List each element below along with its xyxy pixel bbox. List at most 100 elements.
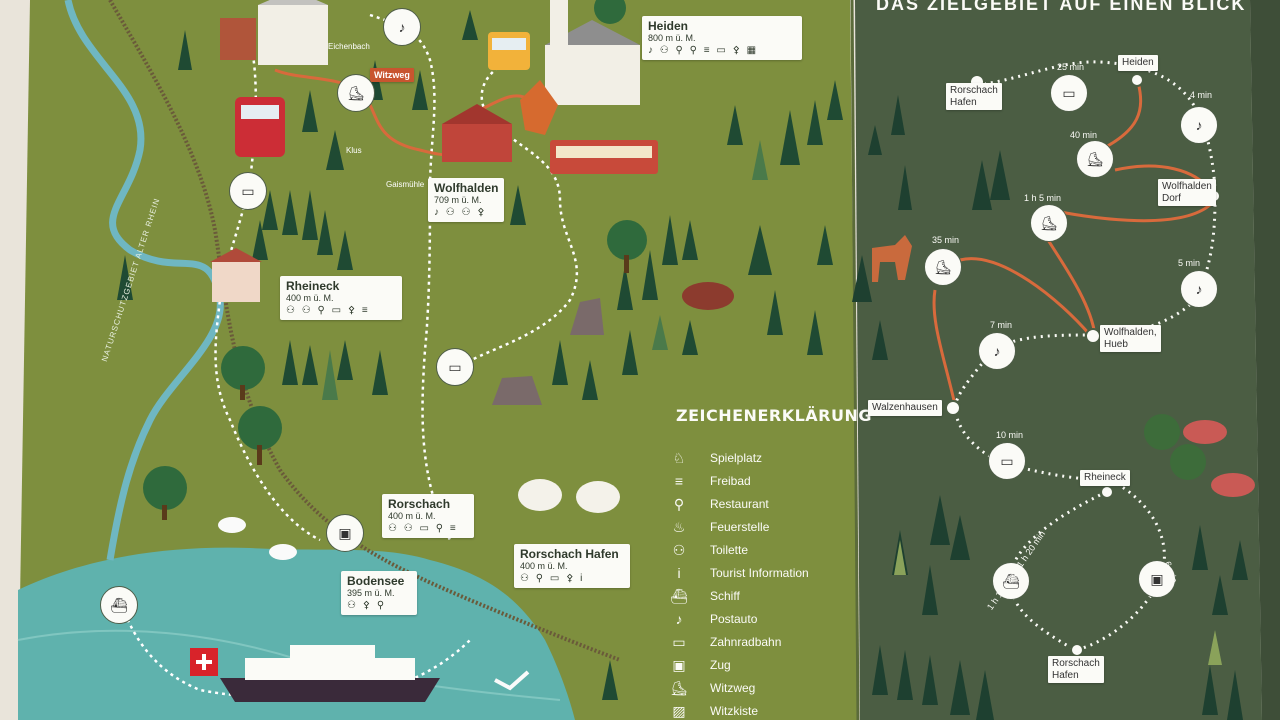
legend-restaurant-icon: ⚲ — [673, 495, 685, 512]
postbus-icon: ♪ — [383, 8, 421, 46]
place-heiden-name: Heiden — [648, 19, 689, 33]
route-postbus-icon-3: ♪ — [978, 332, 1016, 370]
legend-label: Postauto — [710, 612, 758, 626]
legend-schiff-icon: ⛴ — [670, 587, 688, 604]
legend-postauto-icon: ♪ — [675, 611, 683, 627]
place-wolfhalden: Wolfhalden 709 m ü. M. ♪ ⚇ ⚇ ⚴ — [428, 178, 504, 223]
cogwheel-train-icon: ▭ — [229, 172, 267, 210]
place-rheineck: Rheineck 400 m ü. M. ⚇ ⚇ ⚲ ▭ ⚴ ≡ — [280, 276, 402, 321]
stop-walzenhausen: Walzenhausen — [868, 400, 942, 416]
place-bodensee-elev: 395 m ü. M. — [347, 588, 395, 599]
place-rorschach-hafen-icons: ⚇ ⚲ ▭ ⚴ i — [520, 573, 585, 585]
duration-40min: 40 min — [1070, 130, 1098, 140]
legend-label: Zahnradbahn — [710, 635, 782, 649]
place-rorschach-hafen: Rorschach Hafen 400 m ü. M. ⚇ ⚲ ▭ ⚴ i — [514, 544, 630, 589]
legend-label: Freibad — [710, 474, 751, 488]
fox — [520, 80, 558, 135]
legend-toilette-icon: ⚇ — [672, 541, 686, 558]
legend-item-feuerstelle: ♨ Feuerstelle — [668, 517, 770, 537]
legend-item-schiff: ⛴ Schiff — [668, 586, 740, 606]
legend-item-zahnradbahn: ▭Zahnradbahn — [668, 632, 781, 652]
legend-title: ZEICHENERKLÄRUNG — [676, 406, 872, 425]
route-ship-icon: ⛴ — [992, 562, 1030, 600]
cogwheel-train-icon-2: ▭ — [436, 348, 474, 386]
place-rheineck-icons: ⚇ ⚇ ⚲ ▭ ⚴ ≡ — [286, 305, 370, 317]
stop-wolfhalden-dorf: Wolfhalden Dorf — [1158, 179, 1216, 206]
duration-5min: 5 min — [1178, 258, 1201, 268]
stop-wolfhalden-hueb: Wolfhalden, Hueb — [1100, 325, 1161, 352]
legend-item-toilette: ⚇ Toilette — [668, 540, 748, 560]
stop-label: Rorschach Hafen — [1052, 658, 1100, 681]
place-rorschach-hafen-name: Rorschach Hafen — [520, 547, 619, 561]
legend-item-zug: ▣Zug — [668, 655, 730, 675]
place-rorschach: Rorschach 400 m ü. M. ⚇ ⚇ ▭ ⚲ ≡ — [382, 494, 474, 539]
swan-2 — [269, 544, 297, 560]
legend-witzkiste-icon: ▨ — [672, 702, 686, 719]
ship — [190, 645, 440, 702]
signpost-witzweg: Witzweg — [370, 68, 414, 83]
place-rorschach-elev: 400 m ü. M. — [388, 511, 436, 522]
place-wolfhalden-icons: ♪ ⚇ ⚇ ⚴ — [434, 207, 487, 219]
duration-10min: 10 min — [996, 430, 1024, 440]
route-panel-title: DAS ZIELGEBIET AUF EINEN BLICK — [876, 0, 1247, 14]
label-gaismuehle: Gaismühle — [386, 180, 425, 189]
route-cogwheel-icon-2: ▭ — [988, 442, 1026, 480]
place-rheineck-name: Rheineck — [286, 279, 340, 293]
legend-label: Restaurant — [710, 497, 769, 511]
legend-label: Witzweg — [710, 681, 756, 695]
place-wolfhalden-name: Wolfhalden — [434, 181, 499, 195]
stop-label: Rheineck — [1084, 472, 1126, 483]
place-bodensee-name: Bodensee — [347, 574, 405, 588]
duration-7min: 7 min — [990, 320, 1013, 330]
stop-rorschach-hafen-bottom: Rorschach Hafen — [1048, 656, 1104, 683]
route-walk-icon: ⛸ — [1076, 140, 1114, 178]
sheep-2 — [576, 481, 620, 513]
legend-label: Toilette — [710, 543, 749, 557]
legend-label: Spielplatz — [710, 451, 763, 465]
legend-item-postauto: ♪ Postauto — [668, 609, 758, 629]
place-bodensee: Bodensee 395 m ü. M. ⚇ ⚴ ⚲ — [341, 571, 417, 616]
legend-item-witzweg: ⛸Witzweg — [668, 678, 755, 698]
place-rorschach-name: Rorschach — [388, 497, 451, 511]
route-postbus-icon-2: ♪ — [1180, 270, 1218, 308]
sheep-1 — [518, 479, 562, 511]
route-cogwheel-icon: ▭ — [1050, 74, 1088, 112]
place-heiden: Heiden 800 m ü. M. ♪ ⚇ ⚲ ⚲ ≡ ▭ ⚴ ▦ — [642, 16, 802, 61]
railway — [108, 0, 621, 662]
deer — [872, 235, 912, 282]
place-rorschach-hafen-elev: 400 m ü. M. — [520, 561, 568, 572]
legend-item-restaurant: ⚲ Restaurant — [668, 494, 769, 514]
legend-spielplatz-icon: ♘ — [672, 449, 686, 466]
lake-bodensee — [18, 547, 575, 720]
river-alter-rhein — [64, 0, 224, 561]
cow — [682, 282, 734, 310]
swan-1 — [218, 517, 246, 533]
stop-label: Walzenhausen — [872, 402, 938, 413]
label-eichenbach: Eichenbach — [328, 42, 370, 51]
stop-rorschach-hafen-top: Rorschach Hafen — [946, 83, 1002, 110]
legend-label: Feuerstelle — [710, 520, 770, 534]
legend-label: Witzkiste — [710, 704, 758, 718]
stop-label: Wolfhalden, Hueb — [1104, 327, 1157, 350]
legend-feuerstelle-icon: ♨ — [672, 518, 686, 535]
route-walk-icon-3: ⛸ — [924, 248, 962, 286]
round-trees — [143, 0, 647, 520]
duration-25min: 25 min — [1057, 62, 1085, 72]
label-klus: Klus — [346, 146, 362, 155]
trees-left — [117, 10, 843, 700]
place-wolfhalden-elev: 709 m ü. M. — [434, 195, 482, 206]
place-bodensee-icons: ⚇ ⚴ ⚲ — [347, 600, 387, 612]
duration-1h5min: 1 h 5 min — [1024, 193, 1062, 203]
train-icon: ▣ — [326, 514, 364, 552]
stop-label: Rorschach Hafen — [950, 85, 998, 108]
stop-heiden: Heiden — [1118, 55, 1158, 71]
place-rheineck-elev: 400 m ü. M. — [286, 293, 334, 304]
buildings — [210, 0, 640, 302]
duration-4min: 4 min — [1190, 90, 1213, 100]
legend-label: Schiff — [710, 589, 740, 603]
legend-zug-icon: ▣ — [672, 656, 686, 673]
place-rorschach-icons: ⚇ ⚇ ▭ ⚲ ≡ — [388, 523, 458, 535]
